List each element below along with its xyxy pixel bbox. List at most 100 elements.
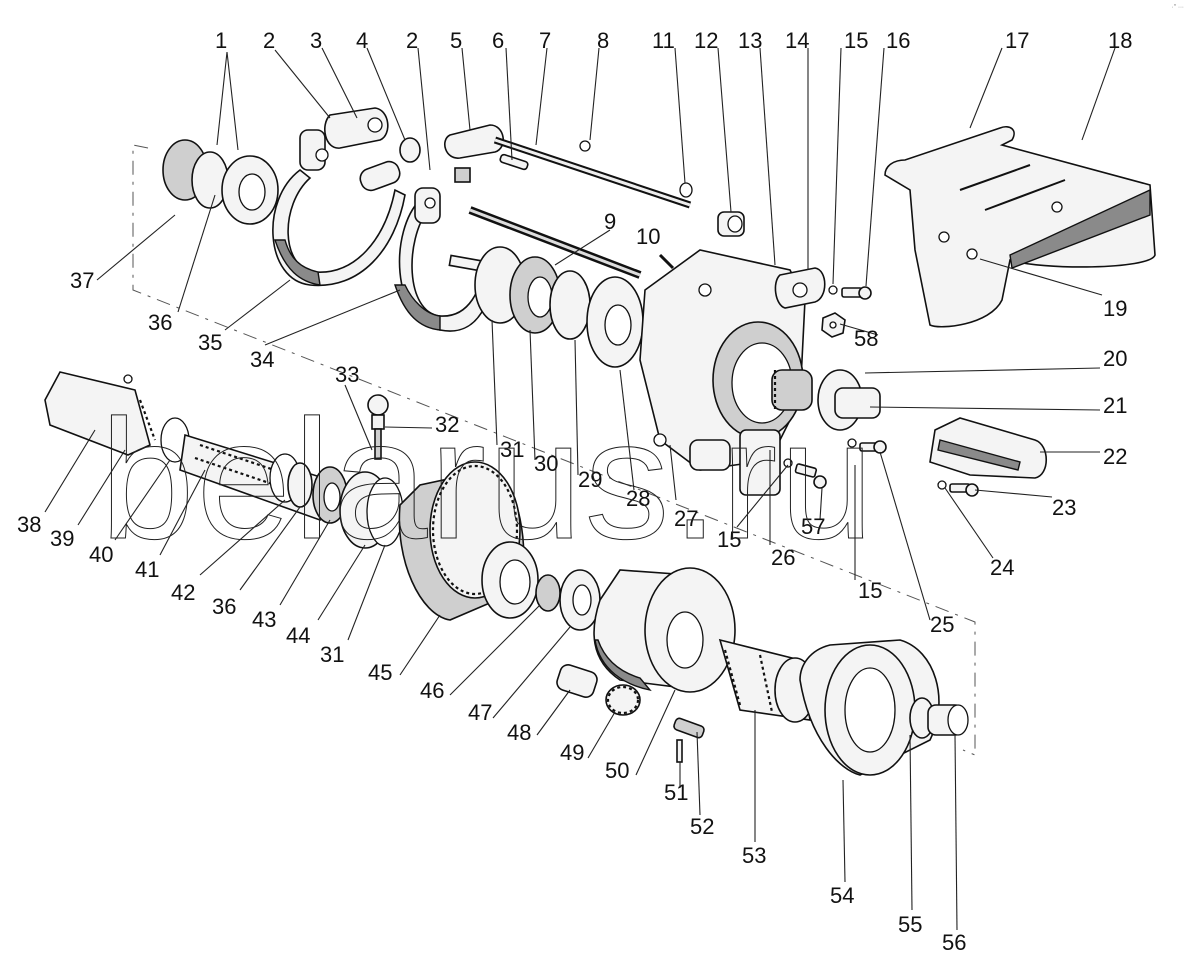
callout-c3: 3 [310, 28, 322, 53]
callout-c15a: 15 [844, 28, 868, 53]
callout-c2b: 2 [406, 28, 418, 53]
part-bushing-4 [359, 137, 421, 192]
part-housing [639, 249, 806, 496]
callout-c36b: 36 [212, 594, 236, 619]
part-lever-5 [444, 124, 504, 183]
part-pinion-49 [605, 684, 641, 716]
callout-labels: 1 2 3 4 2 5 6 7 8 11 12 13 14 15 16 17 1… [17, 28, 1132, 955]
callout-c51: 51 [664, 780, 688, 805]
part-rod-7 [493, 136, 692, 209]
callout-c11: 11 [652, 28, 675, 53]
callout-c26: 26 [771, 545, 795, 570]
callout-c27: 27 [674, 506, 698, 531]
part-needle-bearing-48 [556, 664, 598, 698]
part-fitting-32 [367, 394, 389, 460]
callout-c57: 57 [801, 514, 825, 539]
callout-c47: 47 [468, 700, 492, 725]
part-bolt-25 [847, 438, 887, 454]
part-pin-10 [658, 253, 675, 270]
part-ring-gear-45 [398, 461, 539, 621]
part-pin-51 [676, 739, 683, 763]
callout-c10: 10 [636, 224, 660, 249]
callout-c9: 9 [604, 209, 616, 234]
part-lever-3 [324, 107, 389, 149]
callout-c42: 42 [171, 580, 195, 605]
callout-c7: 7 [539, 28, 551, 53]
part-bearing-pack-upper [162, 139, 279, 225]
part-double-gear-53 [718, 638, 816, 723]
part-bearings-lower [269, 453, 404, 549]
callout-c56: 56 [942, 930, 966, 955]
callout-c1a: 1 [215, 28, 227, 53]
part-brake-band-34 [394, 187, 501, 332]
callout-c12: 12 [694, 28, 718, 53]
callout-c21: 21 [1103, 393, 1127, 418]
callout-c53: 53 [742, 843, 766, 868]
callout-c58: 58 [854, 326, 878, 351]
corner-mark: ·″ ∙∙∙ [1171, 4, 1184, 11]
callout-c33: 33 [335, 362, 359, 387]
callout-c41: 41 [135, 557, 159, 582]
callout-c4: 4 [356, 28, 368, 53]
part-drum-54 [799, 639, 940, 776]
callout-c19: 19 [1103, 296, 1127, 321]
callout-c34: 34 [250, 347, 274, 372]
callout-c44: 44 [286, 623, 310, 648]
part-bolt-23 [937, 480, 979, 497]
callout-c13: 13 [738, 28, 762, 53]
callout-c49: 49 [560, 740, 584, 765]
leader-lines [44, 47, 1116, 931]
callout-c8: 8 [597, 28, 609, 53]
part-flange-20 [771, 369, 881, 431]
callout-c40: 40 [89, 542, 113, 567]
part-bolt-16 [828, 285, 872, 300]
callout-c22: 22 [1103, 444, 1127, 469]
callout-c18: 18 [1108, 28, 1132, 53]
callout-c43: 43 [252, 607, 276, 632]
callout-c46: 46 [420, 678, 444, 703]
callout-c20: 20 [1103, 346, 1127, 371]
callout-c31b: 31 [320, 642, 344, 667]
callout-c54: 54 [830, 883, 854, 908]
watermark: belarus.ru [100, 385, 876, 575]
callout-c2a: 2 [263, 28, 275, 53]
callout-c23: 23 [1052, 495, 1076, 520]
callout-c32: 32 [435, 412, 459, 437]
part-shaft-assembly-upper [448, 246, 644, 368]
part-rod-9 [468, 206, 642, 279]
callout-c16: 16 [886, 28, 910, 53]
callout-c6: 6 [492, 28, 504, 53]
callout-c45: 45 [368, 660, 392, 685]
callout-c48: 48 [507, 720, 531, 745]
part-carrier-50 [593, 567, 736, 693]
callout-c50: 50 [605, 758, 629, 783]
callout-c24: 24 [990, 555, 1014, 580]
part-hub-56 [909, 697, 969, 739]
part-nut-58 [821, 312, 846, 338]
part-washer-11 [679, 182, 693, 198]
part-shaft-38 [44, 371, 157, 456]
callout-c28: 28 [626, 486, 650, 511]
part-guard-18 [884, 125, 1156, 328]
part-ring-8 [579, 140, 591, 152]
callout-c15c: 15 [717, 527, 741, 552]
callout-c38: 38 [17, 512, 41, 537]
callout-c15b: 15 [858, 578, 882, 603]
callout-c37: 37 [70, 268, 94, 293]
callout-c17: 17 [1005, 28, 1029, 53]
callout-c39: 39 [50, 526, 74, 551]
part-brake-band-35 [272, 129, 406, 287]
parts [44, 107, 1156, 776]
callout-c29: 29 [578, 467, 602, 492]
part-pin-52 [673, 717, 705, 739]
callout-c35: 35 [198, 330, 222, 355]
assembly-outline [132, 144, 976, 756]
callout-c36a: 36 [148, 310, 172, 335]
part-cap-22 [929, 417, 1048, 479]
callout-c5: 5 [450, 28, 462, 53]
callout-c14: 14 [785, 28, 809, 53]
callout-c30: 30 [534, 451, 558, 476]
callout-c55: 55 [898, 912, 922, 937]
part-clamp-13 [774, 267, 826, 309]
